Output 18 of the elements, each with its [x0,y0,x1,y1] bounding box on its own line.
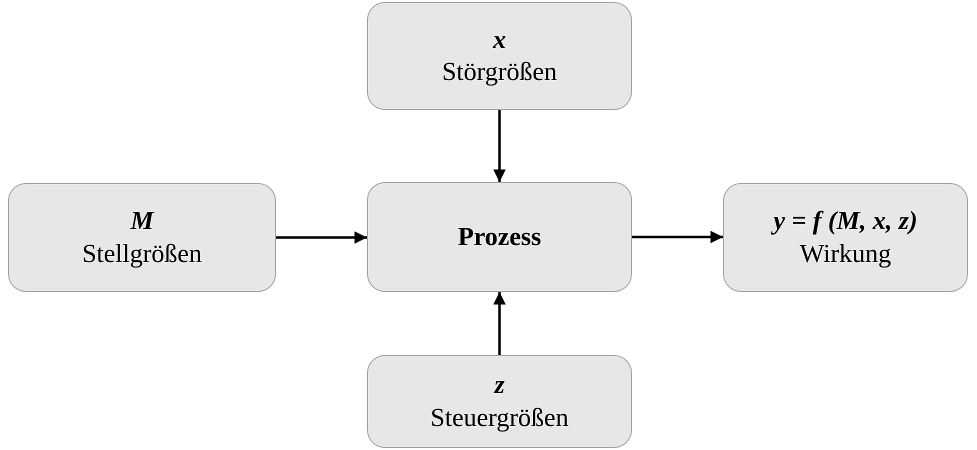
node-label: Wirkung [800,238,892,270]
process-box [8,183,276,292]
node-title: Prozess [458,220,542,253]
variable-symbol: M [130,205,154,237]
process-box [367,182,632,292]
node-label: Steuergrößen [430,402,569,434]
process-box [367,2,632,110]
variable-symbol: y = f (M, x, z) [773,205,918,237]
arrow [632,230,723,244]
arrow [276,231,367,244]
node-label: Störgrößen [442,56,558,88]
variable-symbol: z [494,369,505,401]
process-box [723,183,968,292]
process-box [367,355,632,448]
variable-symbol: x [493,24,506,56]
arrow [493,110,506,182]
node-label: Stellgrößen [82,238,202,270]
arrow [493,292,506,355]
